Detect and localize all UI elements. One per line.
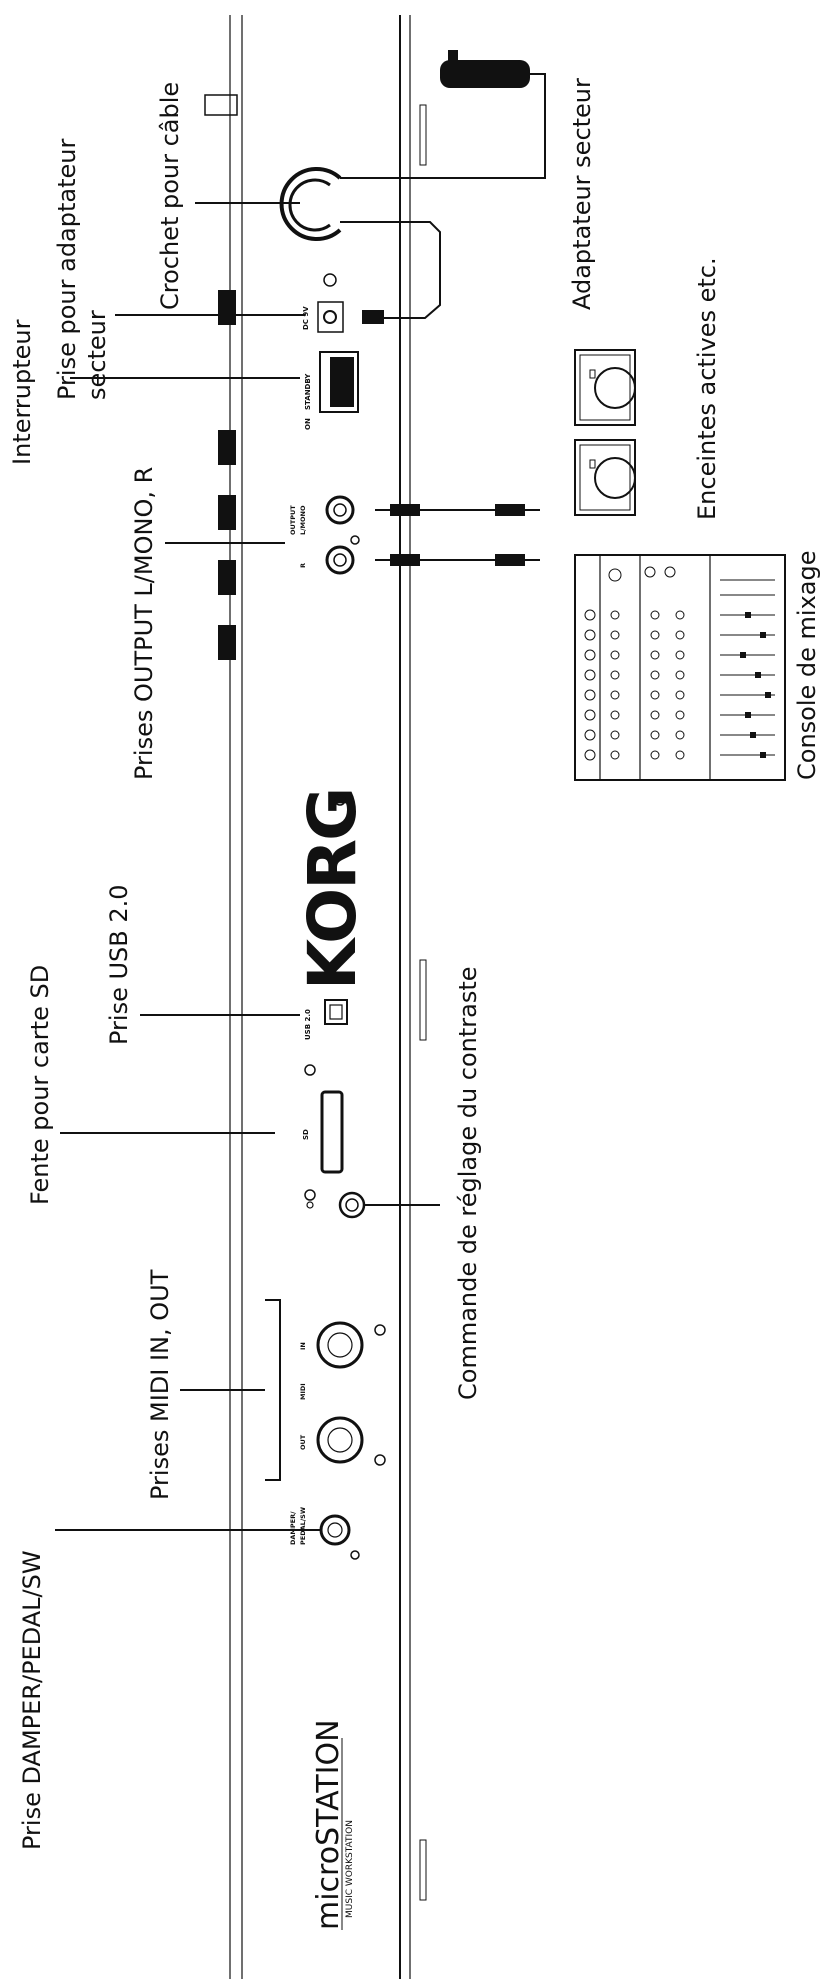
label-output-jacks: Prises OUTPUT L/MONO, R xyxy=(130,467,158,780)
label-sd-slot: Fente pour carte SD xyxy=(26,965,54,1205)
label-switch: Interrupteur xyxy=(8,319,36,465)
midi-in-label: IN xyxy=(299,1342,307,1350)
midi-jacks: IN MIDI OUT xyxy=(265,1299,386,1481)
sd-logo-label: SD xyxy=(302,1129,310,1140)
mixing-console-icon xyxy=(574,554,786,781)
sd-card-slot: SD xyxy=(302,1064,344,1201)
label-damper-jack: Prise DAMPER/PEDAL/SW xyxy=(18,1550,46,1850)
label-ac-adapter: Adaptateur secteur xyxy=(568,78,596,310)
on-label: ON xyxy=(304,418,312,430)
damper-jack: DAMPER/ PEDAL/SW xyxy=(289,1507,360,1560)
korg-logo: KORG xyxy=(294,789,371,990)
damper-panel-label: DAMPER/ xyxy=(289,1511,297,1545)
dc-in-jack: DC 9V xyxy=(302,273,344,333)
korg-brand-text: KORG xyxy=(294,789,371,990)
active-speakers-icon xyxy=(574,349,636,516)
callout-labels: Prise DAMPER/PEDAL/SW Prises MIDI IN, OU… xyxy=(8,78,821,1850)
usb-port: USB 2.0 xyxy=(304,999,348,1040)
usb-label: USB 2.0 xyxy=(304,1009,312,1040)
contrast-knob xyxy=(306,1191,440,1219)
leader-lines xyxy=(55,202,320,1531)
power-switch: STANDBY ON xyxy=(304,351,359,430)
keyboard-body xyxy=(204,15,427,1979)
output-label: OUTPUT xyxy=(289,505,297,535)
cable-hook xyxy=(279,167,441,324)
pedal-sw-panel-label: PEDAL/SW xyxy=(299,1507,307,1545)
r-label: R xyxy=(299,563,307,568)
label-cable-hook: Crochet pour câble xyxy=(156,82,184,310)
label-contrast-knob: Commande de réglage du contraste xyxy=(454,966,482,1400)
standby-label: STANDBY xyxy=(304,373,312,410)
label-midi-jacks: Prises MIDI IN, OUT xyxy=(146,1269,174,1500)
label-usb-jack: Prise USB 2.0 xyxy=(105,884,133,1045)
label-adapter-jack: Prise pour adaptateur secteur xyxy=(53,135,111,400)
midi-label: MIDI xyxy=(299,1383,307,1400)
output-jacks: OUTPUT L/MONO R xyxy=(289,495,540,575)
product-branding: microSTATION MUSIC WORKSTATION xyxy=(311,1719,355,1930)
rubber-feet xyxy=(218,290,236,660)
product-name: microSTATION xyxy=(311,1719,346,1930)
label-mixer: Console de mixage xyxy=(793,551,821,781)
dc-9v-label: DC 9V xyxy=(302,306,310,330)
midi-out-label: OUT xyxy=(299,1434,307,1450)
l-mono-label: L/MONO xyxy=(299,505,307,535)
ac-adapter-icon xyxy=(340,50,546,179)
product-subtitle: MUSIC WORKSTATION xyxy=(345,1820,355,1918)
label-active-speakers: Enceintes actives etc. xyxy=(693,257,721,520)
